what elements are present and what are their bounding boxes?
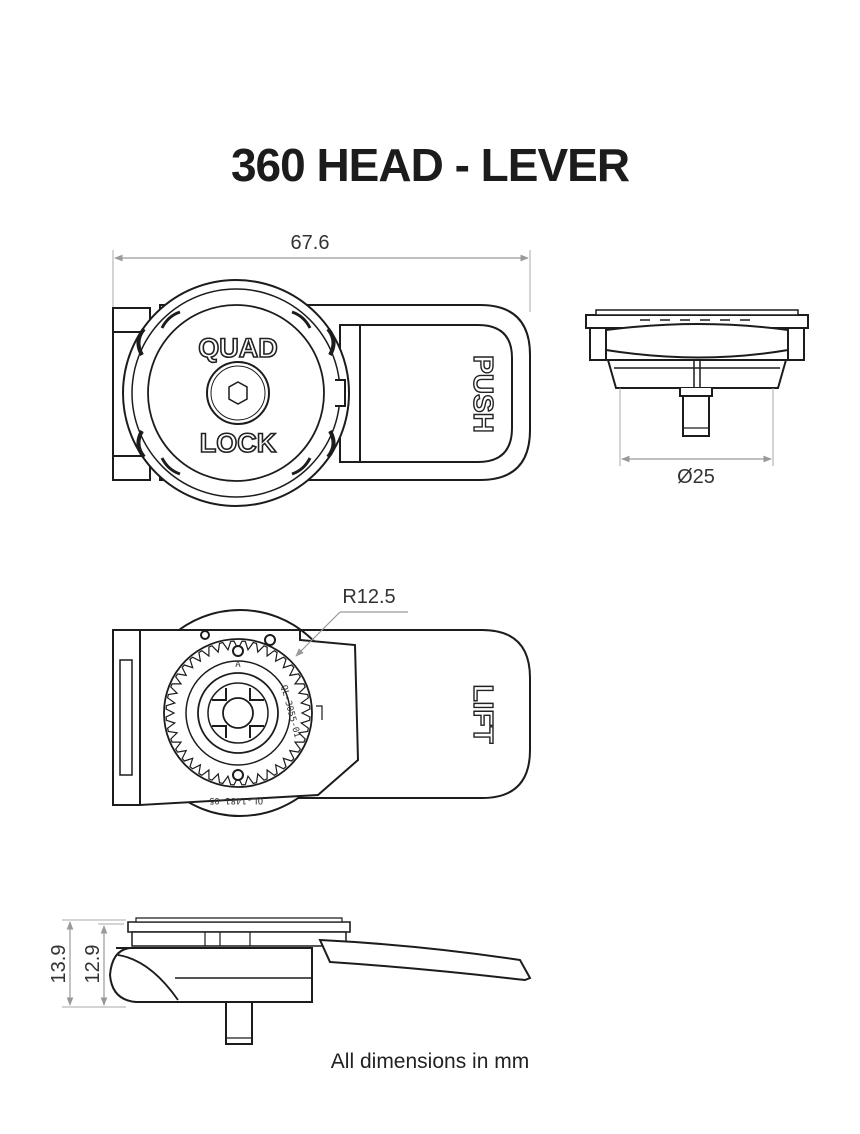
radius-leader-arrow: [295, 611, 341, 657]
height-body-label: 12.9: [82, 945, 104, 984]
diameter-dimension-label: Ø25: [677, 466, 715, 488]
radius-dimension-label: R12.5: [342, 586, 395, 608]
part-number-2: QL-1481-05: [209, 795, 263, 805]
width-dimension-label: 67.6: [291, 232, 330, 254]
profile-view: [62, 917, 532, 1045]
page-title: 360 HEAD - LEVER: [230, 139, 630, 191]
side-view: [585, 309, 809, 466]
top-view: [112, 250, 531, 507]
push-label: PUSH: [468, 355, 499, 433]
brand-text-lock: LOCK: [200, 428, 277, 458]
height-total-label: 13.9: [48, 945, 70, 984]
marking-a: A: [235, 660, 241, 670]
bottom-view: [112, 609, 531, 817]
lift-label: LIFT: [468, 684, 499, 743]
brand-text-quad: QUAD: [198, 333, 278, 363]
units-note: All dimensions in mm: [330, 1050, 530, 1073]
